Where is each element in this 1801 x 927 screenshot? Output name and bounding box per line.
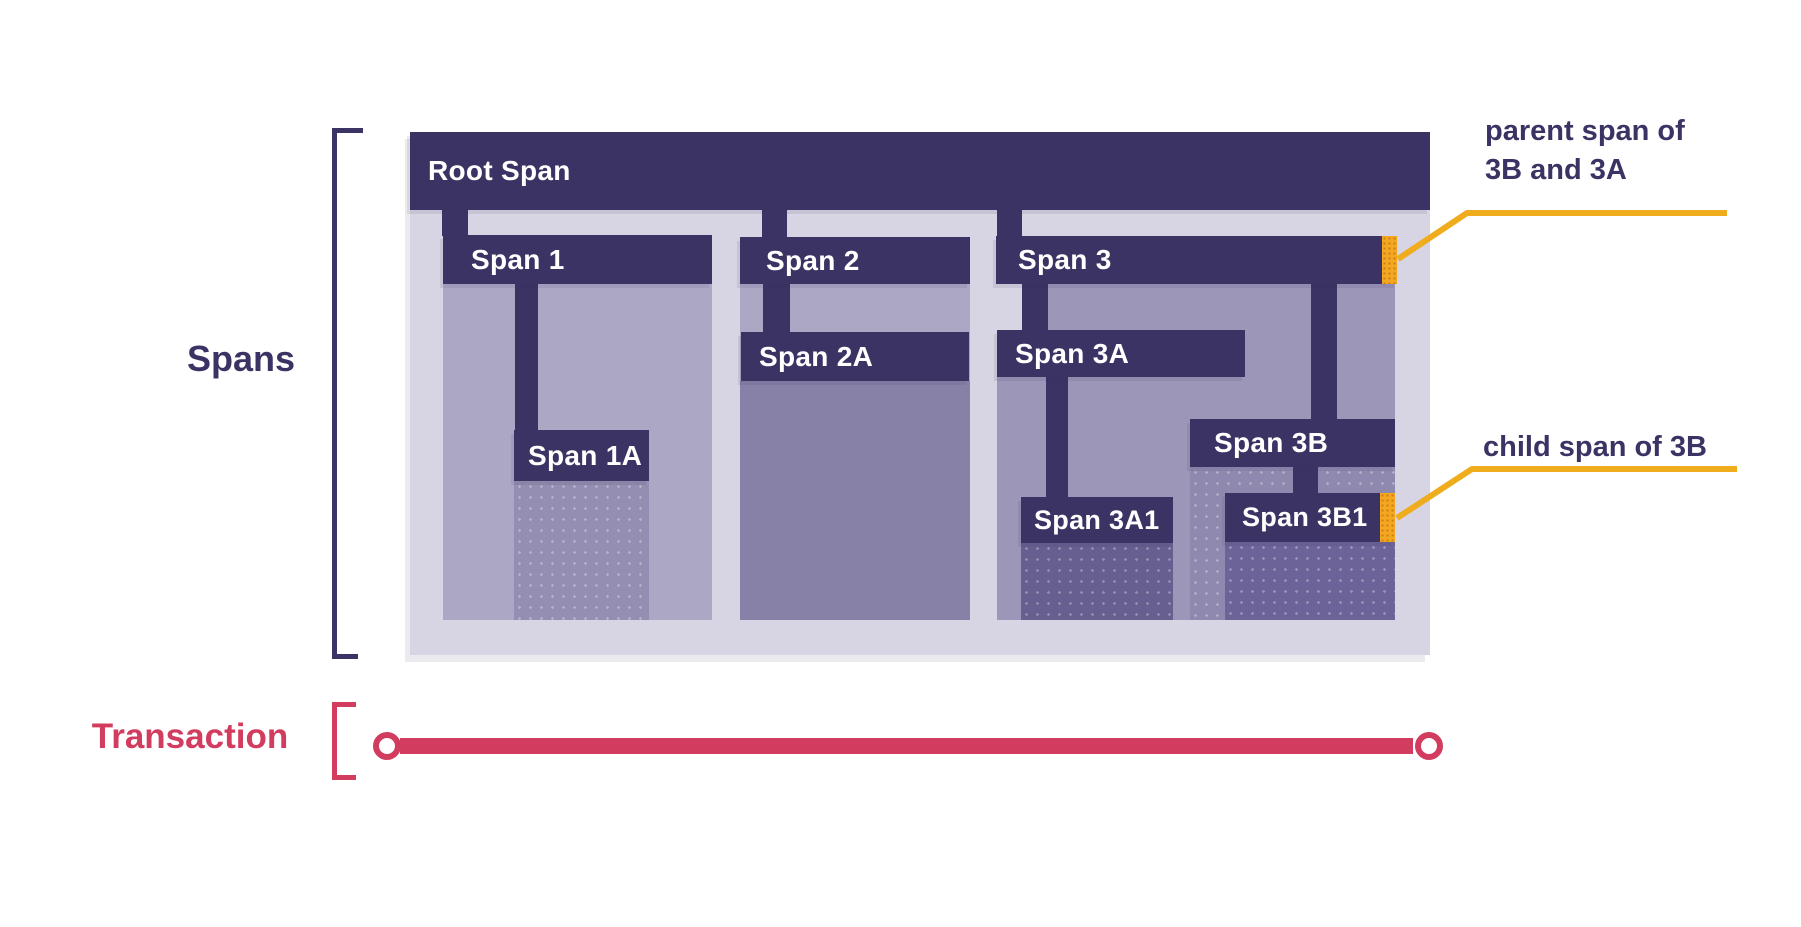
timeline-end-circle — [1415, 732, 1443, 760]
span-3a1-label: Span 3A1 — [1034, 504, 1160, 535]
span-3b1-duration — [1225, 542, 1395, 620]
span-3b-bar: Span 3B — [1190, 419, 1395, 467]
span-3-label: Span 3 — [1018, 244, 1112, 275]
span-3a1-bar: Span 3A1 — [1021, 497, 1173, 543]
root-span-bar: Root Span — [410, 132, 1430, 210]
span-3a-bar: Span 3A — [997, 330, 1245, 377]
span-2a-label: Span 2A — [759, 340, 874, 372]
span-3b1-bar: Span 3B1 — [1225, 493, 1395, 542]
spans-bracket-bottom-tick — [332, 654, 358, 659]
connector-span-3-to-3a — [1022, 284, 1048, 330]
child-callout-line — [1395, 466, 1737, 521]
connector-span-2-to-2a — [763, 284, 790, 332]
span-2-label: Span 2 — [766, 244, 860, 276]
span-1a-duration — [514, 481, 649, 620]
connector-span-3-to-3b — [1311, 284, 1337, 419]
span-2a-bar: Span 2A — [741, 332, 969, 381]
span-3a-label: Span 3A — [1015, 337, 1130, 369]
span-1-label: Span 1 — [471, 243, 565, 275]
transaction-bracket-vertical — [332, 702, 337, 780]
parent-span-highlight-marker — [1382, 236, 1397, 284]
connector-root-to-span-1 — [442, 210, 468, 236]
span-3b1-label: Span 3B1 — [1242, 502, 1368, 532]
span-1a-bar: Span 1A — [514, 430, 649, 481]
parent-callout-text: parent span of 3B and 3A — [1485, 112, 1685, 190]
connector-span-1-to-1a — [515, 284, 538, 430]
parent-callout-line1: parent span of — [1485, 115, 1685, 147]
connector-span-3a-to-3a1 — [1046, 377, 1068, 497]
span-1-bar: Span 1 — [443, 235, 712, 284]
transaction-bracket-bottom-tick — [332, 775, 356, 780]
spans-label: Spans — [186, 338, 296, 379]
connector-root-to-span-2 — [762, 210, 787, 237]
timeline-start-circle — [373, 732, 401, 760]
spans-bracket-top-tick — [332, 128, 363, 133]
span-3-bar: Span 3 — [996, 236, 1397, 284]
connector-root-to-span-3 — [997, 210, 1022, 236]
transaction-label: Transaction — [91, 717, 289, 756]
root-span-label: Root Span — [428, 155, 571, 186]
span-3b-label: Span 3B — [1214, 427, 1329, 458]
parent-callout-line2: 3B and 3A — [1485, 154, 1627, 186]
parent-callout-line — [1396, 210, 1727, 262]
span-1a-label: Span 1A — [528, 439, 643, 471]
connector-span-3b-to-3b1 — [1293, 467, 1318, 493]
span-2-bar: Span 2 — [740, 237, 970, 284]
transaction-bracket-top-tick — [332, 702, 356, 707]
child-span-highlight-marker — [1380, 493, 1395, 542]
spans-bracket-vertical — [332, 128, 337, 659]
span-2a-duration — [740, 381, 970, 620]
span-3a1-duration — [1021, 543, 1173, 620]
child-callout-text: child span of 3B — [1483, 431, 1707, 463]
